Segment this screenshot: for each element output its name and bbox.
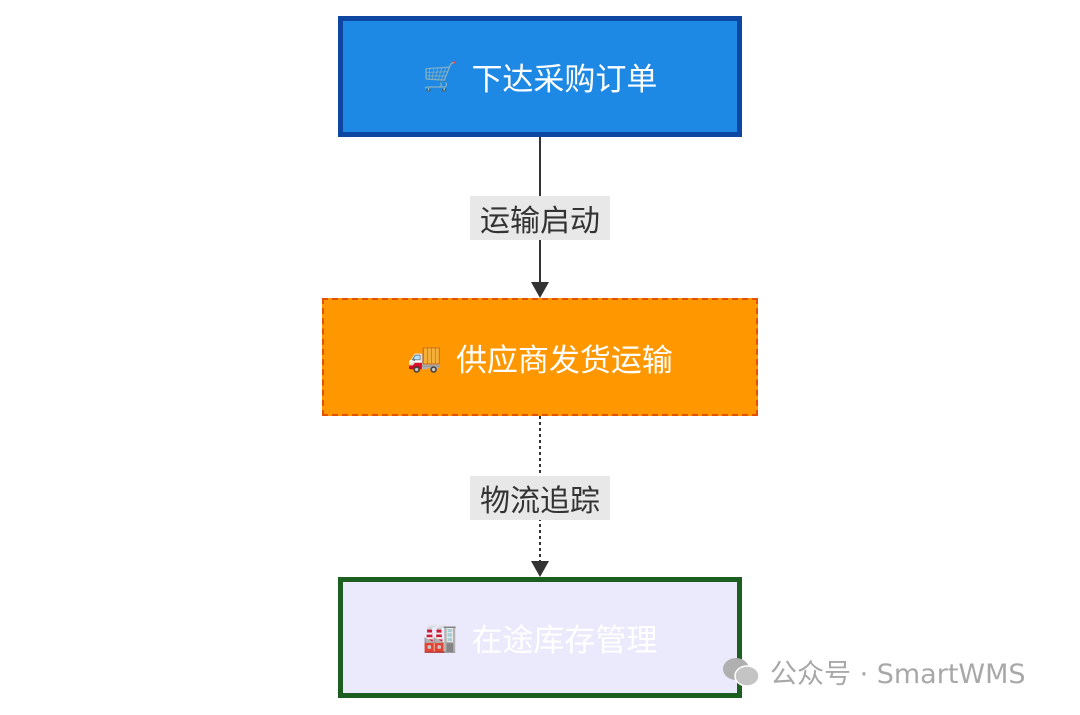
node-supplier-shipping[interactable]: 🚚 供应商发货运输 [322, 298, 758, 416]
edge-label-logistics-tracking: 物流追踪 [470, 476, 610, 520]
edge-2-arrowhead [531, 561, 549, 577]
node-label: 下达采购订单 [471, 62, 658, 98]
node-place-purchase-order[interactable]: 🛒 下达采购订单 [338, 16, 742, 137]
node-label: 供应商发货运输 [455, 342, 673, 379]
delivery-truck-icon: 🚚 [407, 340, 442, 374]
node-label: 在途库存管理 [471, 623, 658, 659]
wechat-icon [722, 656, 760, 688]
shopping-cart-icon: 🛒 [422, 60, 458, 93]
factory-icon: 🏭 [422, 621, 458, 654]
edge-label-transport-start: 运输启动 [470, 196, 610, 240]
watermark-text: 公众号 · SmartWMS [770, 659, 1026, 690]
edge-1-arrowhead [531, 282, 549, 298]
node-in-transit-inventory[interactable]: 🏭 在途库存管理 [338, 577, 742, 698]
watermark: 公众号 · SmartWMS [722, 652, 1026, 691]
